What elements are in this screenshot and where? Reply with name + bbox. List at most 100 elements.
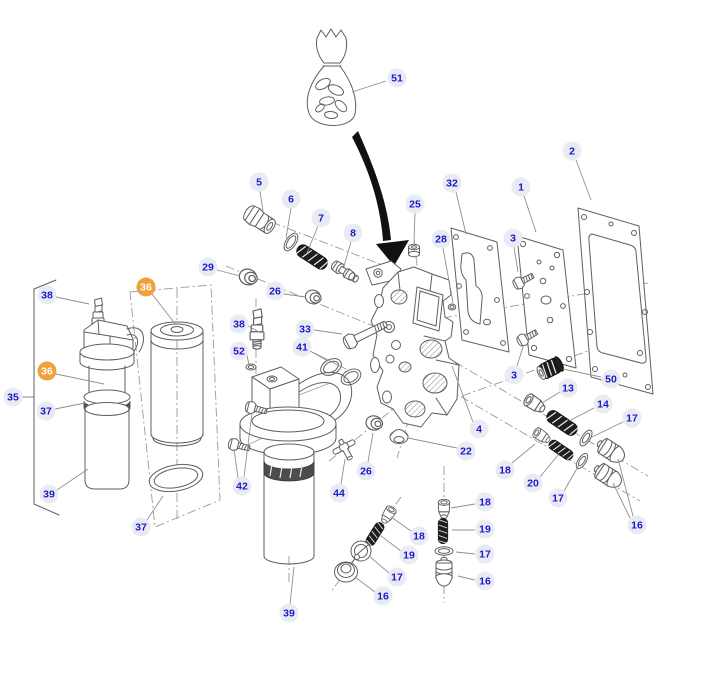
callout-badge[interactable]	[548, 488, 568, 508]
callout-badge[interactable]	[562, 141, 582, 161]
callout-8[interactable]: 8	[343, 223, 363, 267]
callout-20[interactable]: 20	[523, 454, 559, 493]
callout-badge[interactable]	[329, 483, 349, 503]
callout-5[interactable]: 5	[249, 172, 269, 212]
callout-badge[interactable]	[442, 173, 462, 193]
callout-6[interactable]: 6	[281, 189, 301, 239]
callout-badge[interactable]	[601, 369, 621, 389]
callout-badge[interactable]	[229, 341, 249, 361]
callout-badge[interactable]	[511, 177, 531, 197]
callout-25[interactable]: 25	[405, 194, 425, 244]
callout-badge[interactable]	[343, 223, 363, 243]
callout-17[interactable]: 17	[591, 408, 642, 438]
callout-badge[interactable]	[622, 408, 642, 428]
callout-badge[interactable]	[232, 476, 252, 496]
callout-badge[interactable]	[39, 484, 59, 504]
callout-4[interactable]: 4	[451, 365, 489, 439]
callout-badge[interactable]	[311, 208, 331, 228]
callout-26[interactable]: 26	[356, 432, 376, 481]
callout-36-highlighted[interactable]: 36	[37, 361, 105, 385]
callout-badge[interactable]	[281, 189, 301, 209]
callout-29[interactable]: 29	[198, 257, 241, 277]
callout-badge[interactable]	[229, 314, 249, 334]
callout-3[interactable]: 3	[503, 228, 523, 273]
callout-28[interactable]: 28	[431, 229, 454, 304]
leader-line	[343, 241, 352, 267]
callout-35[interactable]: 35	[3, 387, 34, 407]
callout-17[interactable]: 17	[455, 544, 495, 564]
callout-39[interactable]: 39	[39, 468, 89, 504]
callout-badge[interactable]	[136, 277, 156, 297]
callout-13[interactable]: 13	[541, 378, 578, 404]
callout-badge[interactable]	[279, 603, 299, 623]
callout-badge[interactable]	[456, 441, 476, 461]
callout-badge[interactable]	[387, 68, 407, 88]
callout-19[interactable]: 19	[380, 535, 419, 565]
callout-badge[interactable]	[295, 319, 315, 339]
callout-16[interactable]: 16	[612, 458, 647, 535]
gasket-plate-2	[577, 207, 654, 395]
callout-badge[interactable]	[131, 517, 151, 537]
callout-badge[interactable]	[356, 461, 376, 481]
callout-26[interactable]: 26	[265, 281, 307, 301]
callout-37[interactable]: 37	[131, 495, 164, 537]
callout-18[interactable]: 18	[450, 492, 495, 512]
callout-51[interactable]: 51	[351, 68, 407, 93]
callout-2[interactable]: 2	[562, 141, 592, 201]
callout-number: 29	[202, 262, 214, 274]
callout-badge[interactable]	[593, 394, 613, 414]
callout-badge[interactable]	[431, 229, 451, 249]
callout-41[interactable]: 41	[292, 337, 347, 370]
callout-17[interactable]: 17	[548, 464, 580, 508]
callout-badge[interactable]	[504, 365, 524, 385]
callout-33[interactable]: 33	[295, 319, 343, 339]
callout-badge[interactable]	[469, 419, 489, 439]
callout-badge[interactable]	[523, 473, 543, 493]
callout-36-highlighted[interactable]: 36	[136, 277, 177, 326]
callout-badge[interactable]	[249, 172, 269, 192]
callout-badge[interactable]	[475, 571, 495, 591]
callout-badge[interactable]	[503, 228, 523, 248]
callout-16[interactable]: 16	[457, 571, 495, 591]
callout-badge[interactable]	[37, 361, 57, 381]
callout-38[interactable]: 38	[37, 285, 90, 305]
leader-line	[54, 402, 86, 410]
callout-badge[interactable]	[475, 519, 495, 539]
callout-32[interactable]: 32	[442, 173, 467, 235]
callout-badge[interactable]	[292, 337, 312, 357]
callout-3[interactable]: 3	[504, 346, 524, 385]
callout-badge[interactable]	[558, 378, 578, 398]
callout-badge[interactable]	[627, 515, 647, 535]
callout-39[interactable]: 39	[279, 566, 299, 623]
callout-badge[interactable]	[405, 194, 425, 214]
callout-badge[interactable]	[373, 586, 393, 606]
callout-42[interactable]: 42	[232, 412, 253, 496]
callout-38[interactable]: 38	[229, 314, 262, 334]
callout-44[interactable]: 44	[329, 458, 349, 503]
callout-badge[interactable]	[198, 257, 218, 277]
callout-badge[interactable]	[37, 285, 57, 305]
callout-number: 50	[605, 374, 617, 386]
callout-badge[interactable]	[265, 281, 285, 301]
callout-7[interactable]: 7	[306, 208, 331, 254]
callout-badge[interactable]	[36, 401, 56, 421]
callout-16[interactable]: 16	[354, 576, 393, 606]
callout-18[interactable]: 18	[390, 516, 429, 546]
callout-badge[interactable]	[475, 492, 495, 512]
callout-52[interactable]: 52	[229, 341, 250, 366]
callout-17[interactable]: 17	[368, 555, 407, 587]
callout-badge[interactable]	[3, 387, 23, 407]
callout-badge[interactable]	[495, 460, 515, 480]
callout-badge[interactable]	[387, 567, 407, 587]
callout-14[interactable]: 14	[568, 394, 613, 422]
callout-1[interactable]: 1	[511, 177, 537, 233]
callout-22[interactable]: 22	[407, 437, 476, 461]
callout-badge[interactable]	[399, 545, 419, 565]
callout-19[interactable]: 19	[452, 519, 495, 539]
callout-37[interactable]: 37	[36, 401, 86, 421]
callout-50[interactable]: 50	[562, 368, 621, 389]
callout-badge[interactable]	[475, 544, 495, 564]
callout-18[interactable]: 18	[495, 443, 536, 480]
callout-number: 39	[283, 608, 295, 620]
callout-badge[interactable]	[409, 526, 429, 546]
